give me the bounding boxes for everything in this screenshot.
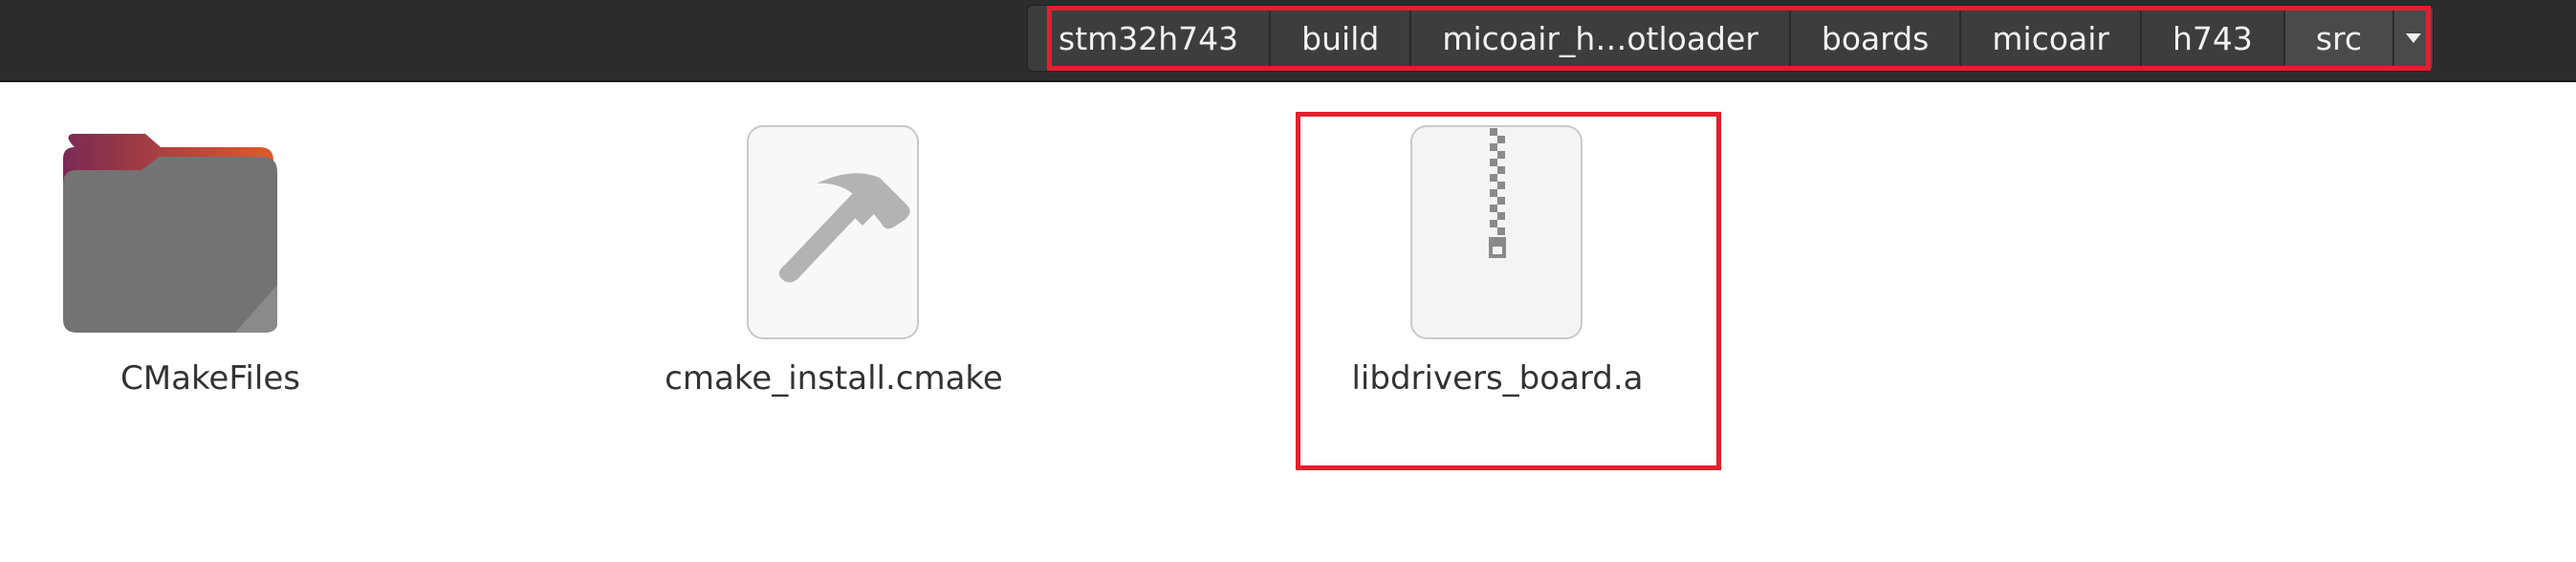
file-name-label: libdrivers_board.a: [1351, 359, 1644, 398]
path-menu-button[interactable]: [2394, 6, 2434, 71]
file-item-libdrivers-board[interactable]: libdrivers_board.a: [1287, 122, 1708, 409]
file-name-label: cmake_install.cmake: [665, 359, 1003, 398]
zip-archive-icon: [1410, 125, 1583, 339]
breadcrumb-src[interactable]: src: [2284, 6, 2395, 71]
breadcrumb-micoair[interactable]: micoair: [1961, 6, 2142, 71]
breadcrumb-micoair-bootloader[interactable]: micoair_h…otloader: [1411, 6, 1791, 71]
breadcrumb-boards[interactable]: boards: [1791, 6, 1962, 71]
file-item-cmake-install[interactable]: cmake_install.cmake: [623, 122, 1044, 409]
folder-icon: [63, 134, 277, 333]
path-bar: stm32h743 build micoair_h…otloader board…: [1027, 5, 2434, 72]
breadcrumb-h743[interactable]: h743: [2142, 6, 2285, 71]
file-name-label: CMakeFiles: [120, 359, 300, 398]
header-bar: stm32h743 build micoair_h…otloader board…: [0, 0, 2576, 82]
breadcrumb-stm32h743[interactable]: stm32h743: [1028, 6, 1272, 71]
breadcrumb-build[interactable]: build: [1271, 6, 1412, 71]
hammer-icon: [747, 125, 919, 339]
file-item-cmakefiles[interactable]: CMakeFiles: [0, 122, 421, 409]
chevron-down-icon: [2406, 33, 2422, 43]
